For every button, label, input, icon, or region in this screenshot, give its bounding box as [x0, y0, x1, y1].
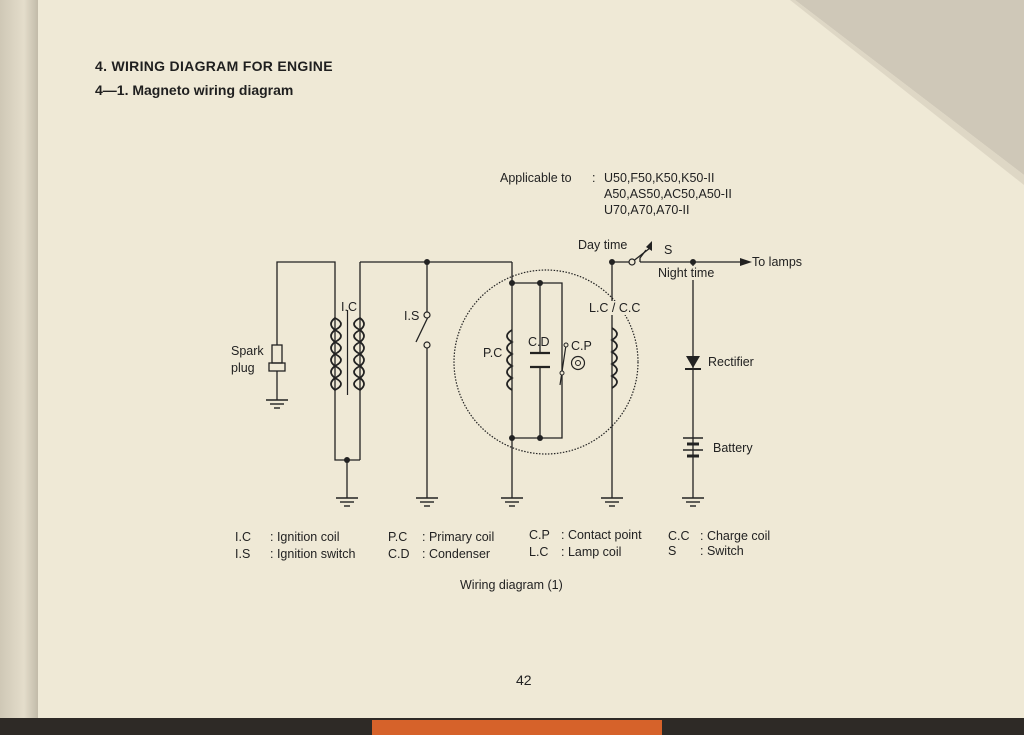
section-title: 4. WIRING DIAGRAM FOR ENGINE: [95, 58, 333, 74]
spark-plug-wire: [276, 261, 336, 345]
ignition-switch-blade: [415, 316, 429, 343]
ground-symbol: [416, 497, 438, 507]
ground-symbols: [266, 399, 704, 507]
page-number: 42: [516, 672, 532, 688]
applicable-model-2: A50,AS50,AC50,A50-II: [604, 187, 732, 201]
legend-desc: : Switch: [700, 544, 744, 558]
left-page-edge: [0, 0, 40, 720]
junction-dot: [509, 435, 515, 441]
magneto-circle: [453, 269, 639, 455]
legend-abbr: I.C: [235, 530, 251, 544]
applicable-colon: :: [592, 171, 596, 185]
label-contact-point: C.P: [571, 339, 592, 353]
legend-abbr: C.P: [529, 528, 550, 542]
day-night-switch-blade: [631, 247, 651, 263]
applicable-model-1: U50,F50,K50,K50-II: [604, 171, 715, 185]
ground-symbol: [501, 497, 523, 507]
legend-desc: : Condenser: [422, 547, 491, 561]
subsection-title: 4—1. Magneto wiring diagram: [95, 82, 294, 98]
legend-abbr: I.S: [235, 547, 251, 561]
junction-dot: [609, 259, 615, 265]
orange-tab: [372, 720, 662, 735]
legend-desc: : Ignition switch: [270, 547, 356, 561]
junction-dot: [424, 259, 430, 265]
legend-desc: : Contact point: [561, 528, 642, 542]
diagram-caption: Wiring diagram (1): [460, 578, 563, 592]
legend-abbr: C.C: [668, 529, 690, 543]
junction-dot: [690, 259, 696, 265]
label-lamp-charge-coil: L.C / C.C: [587, 301, 643, 315]
junction-dot: [537, 280, 543, 286]
manual-page: [38, 0, 1024, 720]
label-battery: Battery: [713, 441, 753, 455]
label-spark: Spark: [231, 344, 264, 358]
legend-desc: : Lamp coil: [561, 545, 622, 559]
label-condenser: C.D: [528, 335, 550, 349]
ground-symbol: [336, 497, 358, 507]
rectifier-symbol: [686, 356, 700, 368]
label-primary-coil: P.C: [483, 346, 503, 360]
to-lamps-arrow: [740, 258, 752, 266]
primary-coil-windings: [506, 329, 514, 391]
legend-abbr: C.D: [388, 547, 410, 561]
ground-symbol: [266, 399, 288, 409]
junction-dot: [509, 280, 515, 286]
legend-abbr: L.C: [529, 545, 549, 559]
battery-symbol: [683, 437, 703, 458]
legend-abbr: S: [668, 544, 677, 558]
junction-dot: [344, 457, 350, 463]
legend-abbr: P.C: [388, 530, 408, 544]
ground-symbol: [682, 497, 704, 507]
label-switch-s: S: [664, 243, 673, 257]
ignition-switch-contact: [423, 311, 431, 319]
legend-desc: : Charge coil: [700, 529, 771, 543]
applicable-model-3: U70,A70,A70-II: [604, 203, 690, 217]
label-ignition-switch: I.S: [404, 309, 420, 323]
label-plug: plug: [231, 361, 255, 375]
switch-contact: [628, 258, 636, 266]
legend-desc: : Ignition coil: [270, 530, 340, 544]
condenser-loop: [512, 282, 563, 439]
legend-desc: : Primary coil: [422, 530, 495, 544]
lamp-coil-windings: [610, 327, 618, 389]
ignition-switch-contact: [423, 341, 431, 349]
spark-plug-symbol: [268, 344, 286, 400]
day-time-arrow-shaft: [639, 249, 647, 262]
applicable-label: Applicable to: [500, 171, 572, 185]
contact-point-symbol: [559, 342, 586, 386]
ground-symbol: [601, 497, 623, 507]
day-time-arrow-head: [646, 241, 652, 251]
label-to-lamps: To lamps: [752, 255, 803, 269]
junction-dot: [537, 435, 543, 441]
label-ignition-coil: I.C: [341, 300, 357, 314]
label-day-time: Day time: [578, 238, 628, 252]
label-night-time: Night time: [656, 266, 717, 280]
label-rectifier: Rectifier: [708, 355, 754, 369]
ignition-coil-windings: [330, 317, 365, 391]
